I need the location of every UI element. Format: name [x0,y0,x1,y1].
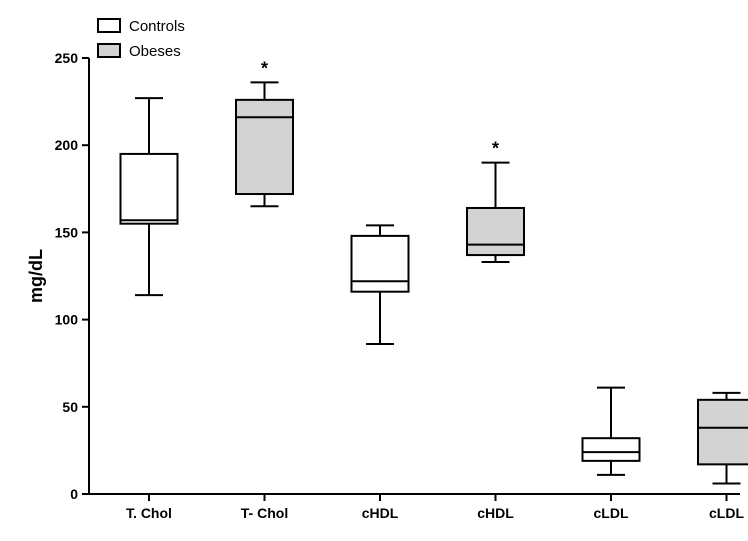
legend-swatch-obeses [97,43,121,58]
y-tick-label: 250 [55,50,79,66]
box-iqr [235,98,294,196]
y-axis-label: mg/dL [26,249,46,303]
x-tick-label: cLDL [594,505,629,521]
x-tick-label: cHDL [362,505,399,521]
y-tick-label: 0 [70,486,78,502]
y-axis: 0 50 100 150 200 250 [55,50,90,502]
box-obeses: * [466,139,525,264]
x-axis: T. Chol T- Chol cHDL cHDL cLDL cLDL [89,493,744,521]
significance-marker: * [261,58,268,78]
x-tick-label: T. Chol [126,505,172,521]
legend-entry-obeses: Obeses [97,43,181,60]
box-iqr [466,206,525,257]
box-iqr [581,437,641,462]
legend-entry-controls: Controls [97,18,185,35]
y-tick-label: 200 [55,137,79,153]
box-iqr [697,398,748,466]
box-iqr [119,152,179,225]
y-tick-label: 50 [62,399,78,415]
y-tick-label: 100 [55,312,79,328]
x-tick-label: T- Chol [241,505,288,521]
box-controls [581,386,641,476]
x-tick-label: cLDL [709,505,744,521]
box-iqr [350,234,410,293]
legend-swatch-controls [97,18,121,33]
legend-label-controls: Controls [129,18,185,35]
boxes: ** [119,58,748,485]
box-controls [350,224,410,346]
legend-label-obeses: Obeses [129,43,181,60]
box-controls [119,97,179,297]
significance-marker: * [492,139,499,159]
legend: Controls Obeses [97,18,185,60]
box-obeses: * [235,58,294,208]
y-tick-label: 150 [55,224,79,240]
box-obeses [697,391,748,485]
x-tick-label: cHDL [477,505,514,521]
